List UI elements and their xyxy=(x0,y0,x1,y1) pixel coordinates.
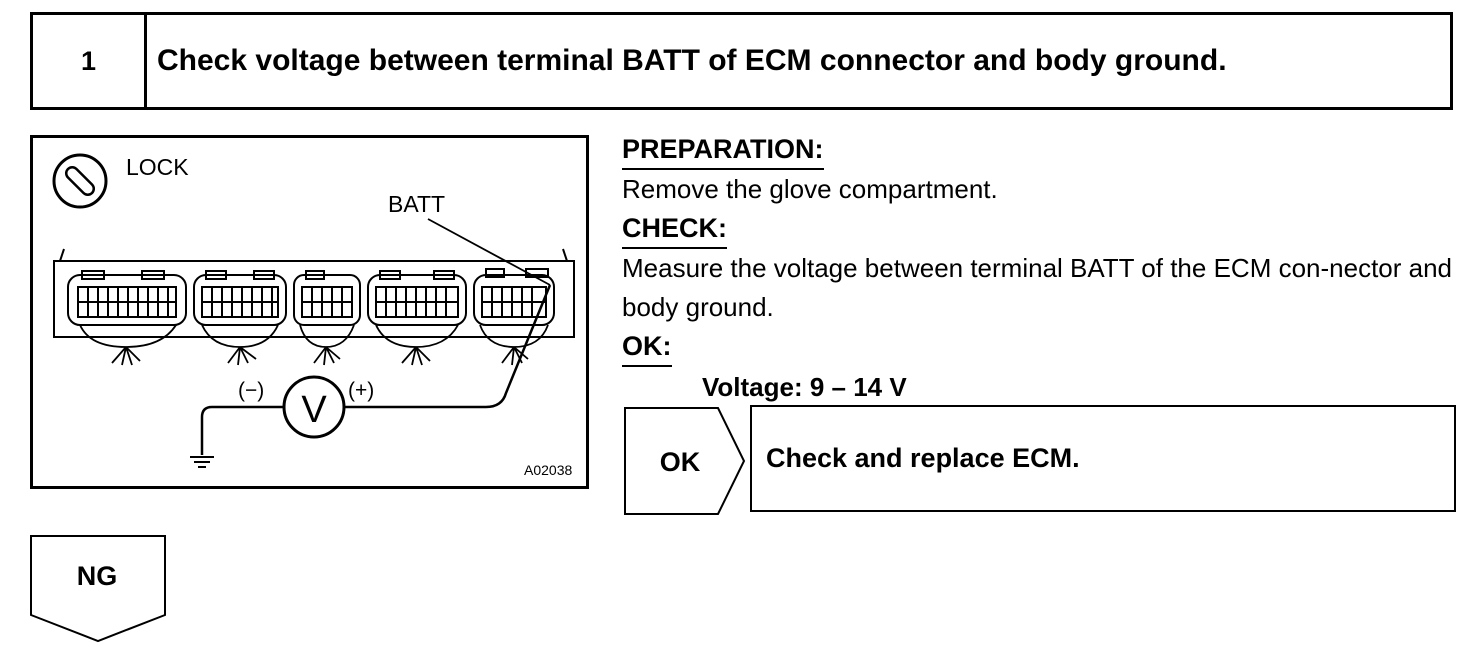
step-header: 1 Check voltage between terminal BATT of… xyxy=(30,12,1453,110)
lock-label: LOCK xyxy=(126,154,189,180)
ng-result-tag: NG xyxy=(30,535,166,643)
preparation-text: Remove the glove compartment. xyxy=(622,174,998,204)
minus-label: (−) xyxy=(238,379,264,402)
ecm-wiring-figure: LOCK BATT xyxy=(30,135,589,489)
ignition-lock-icon xyxy=(52,153,108,209)
step-number: 1 xyxy=(33,15,147,107)
check-text: Measure the voltage between terminal BAT… xyxy=(622,253,1453,322)
ok-result-tag: OK xyxy=(624,407,746,515)
voltage-spec: Voltage: 9 – 14 V xyxy=(702,372,907,402)
connector-2 xyxy=(193,270,287,326)
connector-1 xyxy=(67,270,187,326)
ng-tag-label: NG xyxy=(77,561,118,591)
instructions: PREPARATION: Remove the glove compartmen… xyxy=(622,130,1462,407)
connector-5 xyxy=(473,268,555,326)
ok-tag-label: OK xyxy=(660,447,701,477)
ok-result-box: Check and replace ECM. xyxy=(750,405,1456,512)
connector-3 xyxy=(293,270,361,326)
check-heading: CHECK: xyxy=(622,209,727,249)
batt-label: BATT xyxy=(388,191,445,217)
batt-leader-line xyxy=(427,218,551,286)
wire-harnesses xyxy=(79,324,549,366)
figure-code: A02038 xyxy=(524,462,572,478)
preparation-heading: PREPARATION: xyxy=(622,130,824,170)
step-title: Check voltage between terminal BATT of E… xyxy=(157,44,1227,77)
probe-wires xyxy=(200,284,552,455)
connector-4 xyxy=(367,270,467,326)
voltmeter-label: V xyxy=(301,389,327,431)
voltmeter-icon: V xyxy=(282,375,346,439)
ground-symbol-icon xyxy=(190,456,214,468)
ok-result-text: Check and replace ECM. xyxy=(766,443,1080,473)
plus-label: (+) xyxy=(348,379,374,402)
ecm-unit xyxy=(53,248,575,338)
ok-heading: OK: xyxy=(622,327,672,367)
